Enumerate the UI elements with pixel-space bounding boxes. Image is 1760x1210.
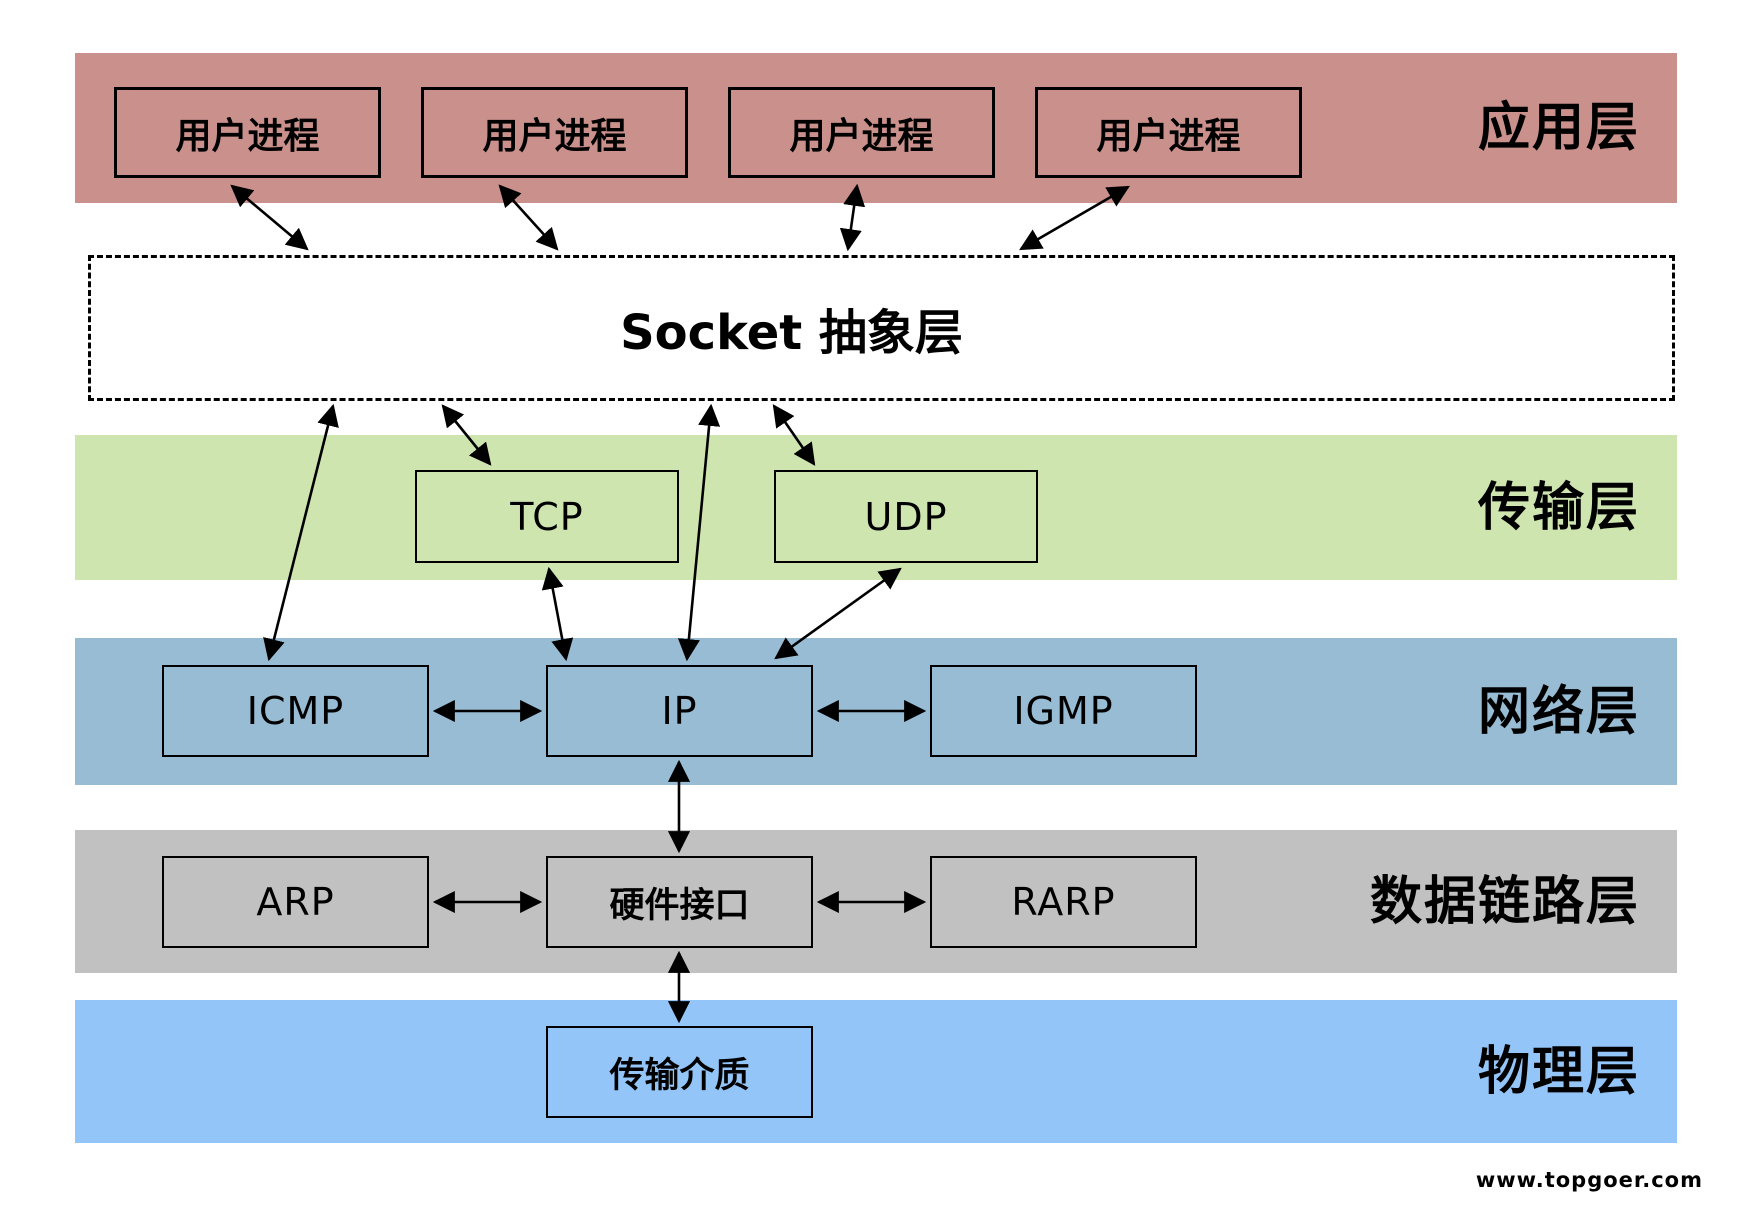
user-process-box-2: 用户进程 xyxy=(421,87,688,178)
watermark-text: www.topgoer.com xyxy=(1475,1168,1703,1192)
user-process-box-1: 用户进程 xyxy=(114,87,381,178)
datalink-layer-label: 数据链路层 xyxy=(1369,872,1640,932)
icmp-box: ICMP xyxy=(162,665,429,757)
socket-abstraction-label: Socket 抽象层 xyxy=(620,305,963,361)
hardware-interface-box: 硬件接口 xyxy=(546,856,813,948)
socket-abstraction-box: Socket 抽象层 xyxy=(88,255,1675,401)
tcp-box: TCP xyxy=(415,470,679,563)
igmp-box: IGMP xyxy=(930,665,1197,757)
application-layer-label: 应用层 xyxy=(1477,98,1640,158)
user-process-box-3: 用户进程 xyxy=(728,87,995,178)
transmission-medium-box: 传输介质 xyxy=(546,1026,813,1118)
udp-box: UDP xyxy=(774,470,1038,563)
application-layer-band xyxy=(75,53,1677,203)
arp-box: ARP xyxy=(162,856,429,948)
user-process-box-4: 用户进程 xyxy=(1035,87,1302,178)
transport-layer-label: 传输层 xyxy=(1477,478,1640,538)
ip-box: IP xyxy=(546,665,813,757)
transport-layer-band xyxy=(75,435,1677,580)
rarp-box: RARP xyxy=(930,856,1197,948)
physical-layer-band xyxy=(75,1000,1677,1143)
network-layer-label: 网络层 xyxy=(1477,682,1640,742)
physical-layer-label: 物理层 xyxy=(1477,1042,1640,1102)
